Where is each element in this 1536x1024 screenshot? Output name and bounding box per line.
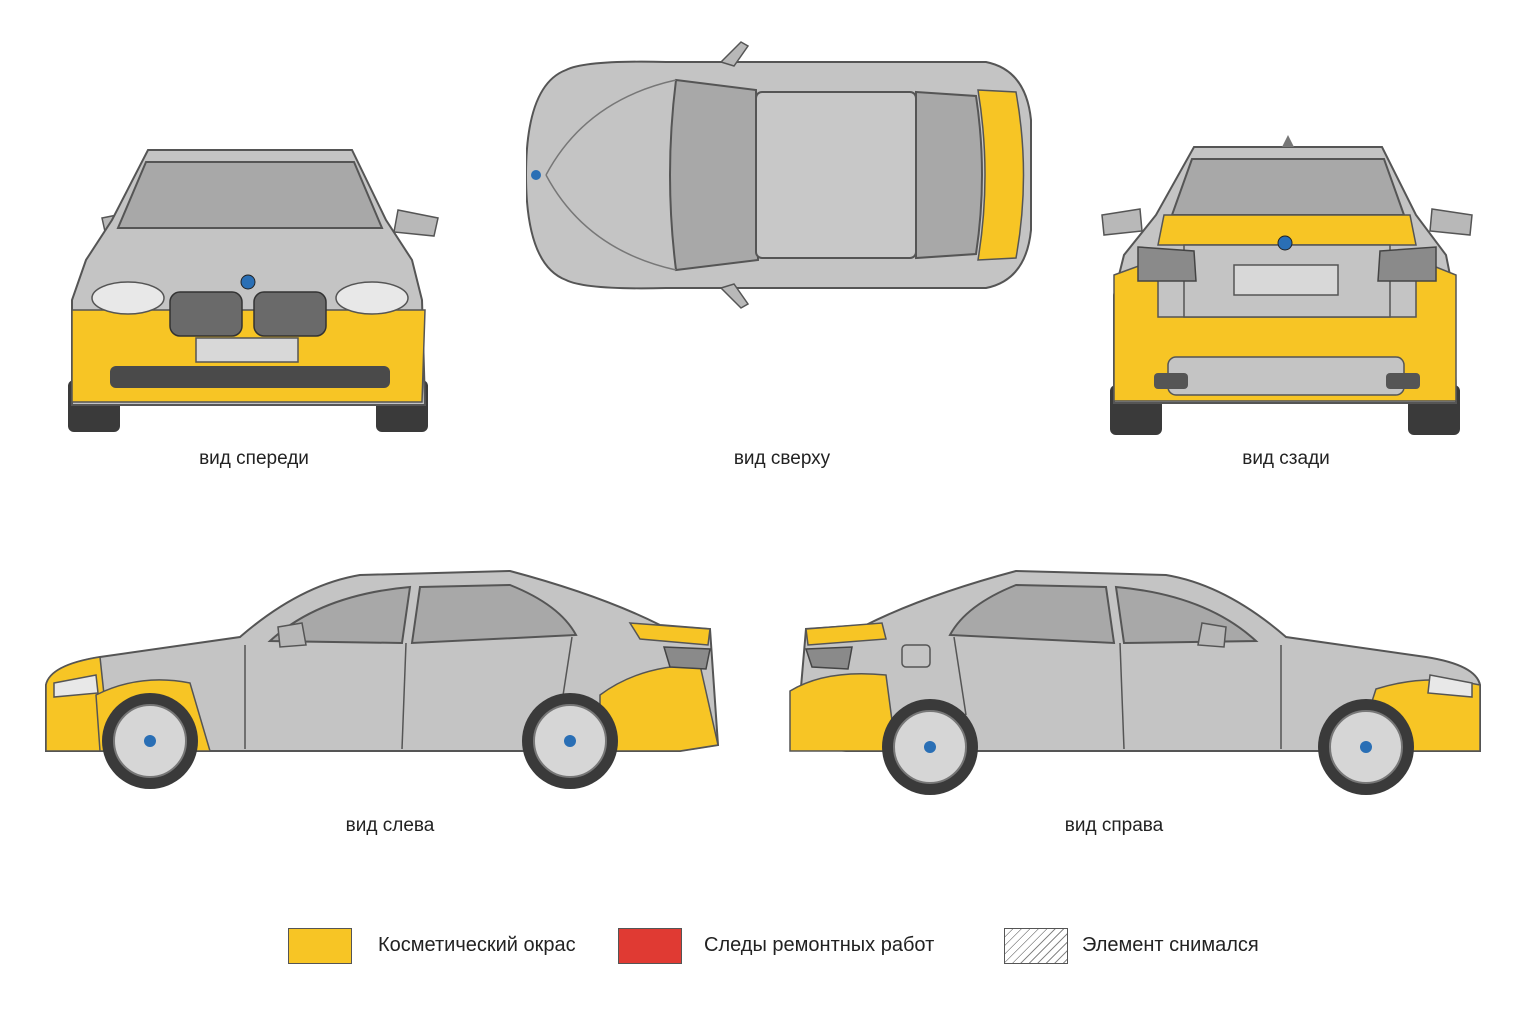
windshield bbox=[116, 161, 384, 229]
rear-view-caption: вид сзади bbox=[1242, 448, 1330, 469]
right-rear-window bbox=[948, 583, 1116, 645]
right-rear-quarter-painted bbox=[789, 672, 897, 752]
brand-badge bbox=[240, 274, 256, 290]
top-mirror-lower bbox=[719, 283, 750, 309]
hood-line-lower bbox=[545, 174, 677, 271]
left-side-mirror bbox=[277, 622, 307, 648]
rear-left-mirror bbox=[1101, 208, 1143, 236]
grille-left bbox=[169, 291, 243, 337]
exhaust-right bbox=[1386, 373, 1420, 389]
left-trunk-edge-painted bbox=[628, 622, 711, 646]
front-plate bbox=[195, 337, 299, 363]
left-door-line-2 bbox=[401, 642, 407, 750]
rear-plate bbox=[1233, 264, 1339, 296]
right-rear-hub bbox=[924, 741, 936, 753]
right-taillight bbox=[1377, 246, 1437, 282]
right-view-caption: вид справа bbox=[1064, 815, 1164, 836]
left-rear-quarter-painted bbox=[599, 664, 719, 752]
left-headlight bbox=[91, 281, 165, 315]
front-view-caption: вид спереди bbox=[199, 448, 309, 469]
right-side-taillight bbox=[804, 646, 853, 670]
top-view bbox=[526, 40, 1036, 310]
hood-line bbox=[545, 79, 677, 176]
right-side-headlight bbox=[1427, 674, 1473, 698]
right-door-line-3 bbox=[953, 636, 967, 716]
left-front-hub bbox=[144, 735, 156, 747]
top-rear-window bbox=[915, 90, 983, 260]
left-view-caption: вид слева bbox=[345, 815, 435, 836]
right-front-hub bbox=[1360, 741, 1372, 753]
rear-trunk-painted bbox=[1157, 214, 1417, 246]
legend-swatch-repair bbox=[618, 928, 682, 964]
right-view bbox=[786, 565, 1486, 805]
roof bbox=[755, 91, 917, 259]
right-side-mirror bbox=[1197, 622, 1227, 648]
rear-badge bbox=[1277, 235, 1293, 251]
left-side-headlight bbox=[53, 674, 99, 698]
legend-swatch-removed bbox=[1004, 928, 1068, 964]
rear-view bbox=[1098, 135, 1478, 440]
top-mirror-upper bbox=[719, 41, 750, 67]
top-windshield bbox=[669, 78, 760, 272]
lower-intake bbox=[110, 366, 390, 388]
left-side-taillight bbox=[662, 646, 711, 670]
left-taillight bbox=[1137, 246, 1197, 282]
right-trunk-edge-painted bbox=[805, 622, 887, 646]
legend-label-cosmetic: Косметический окрас bbox=[378, 934, 576, 956]
legend-label-repair: Следы ремонтных работ bbox=[704, 934, 935, 956]
fuel-flap bbox=[901, 644, 931, 668]
legend-label-removed: Элемент снимался bbox=[1082, 934, 1259, 956]
left-view bbox=[40, 565, 730, 805]
top-view-caption: вид сверху bbox=[733, 448, 831, 469]
rear-right-mirror bbox=[1429, 208, 1473, 236]
front-view bbox=[50, 140, 450, 440]
rear-diffuser bbox=[1167, 356, 1405, 396]
right-headlight bbox=[335, 281, 409, 315]
exhaust-left bbox=[1154, 373, 1188, 389]
trunk-lid-painted bbox=[977, 89, 1025, 261]
antenna bbox=[1282, 135, 1294, 147]
legend-swatch-cosmetic bbox=[288, 928, 352, 964]
grille-right bbox=[253, 291, 327, 337]
left-rear-window bbox=[410, 583, 578, 645]
top-badge bbox=[531, 170, 541, 180]
right-mirror bbox=[393, 209, 439, 237]
rear-window bbox=[1170, 158, 1406, 216]
right-door-line-2 bbox=[1119, 642, 1125, 750]
left-rear-hub bbox=[564, 735, 576, 747]
